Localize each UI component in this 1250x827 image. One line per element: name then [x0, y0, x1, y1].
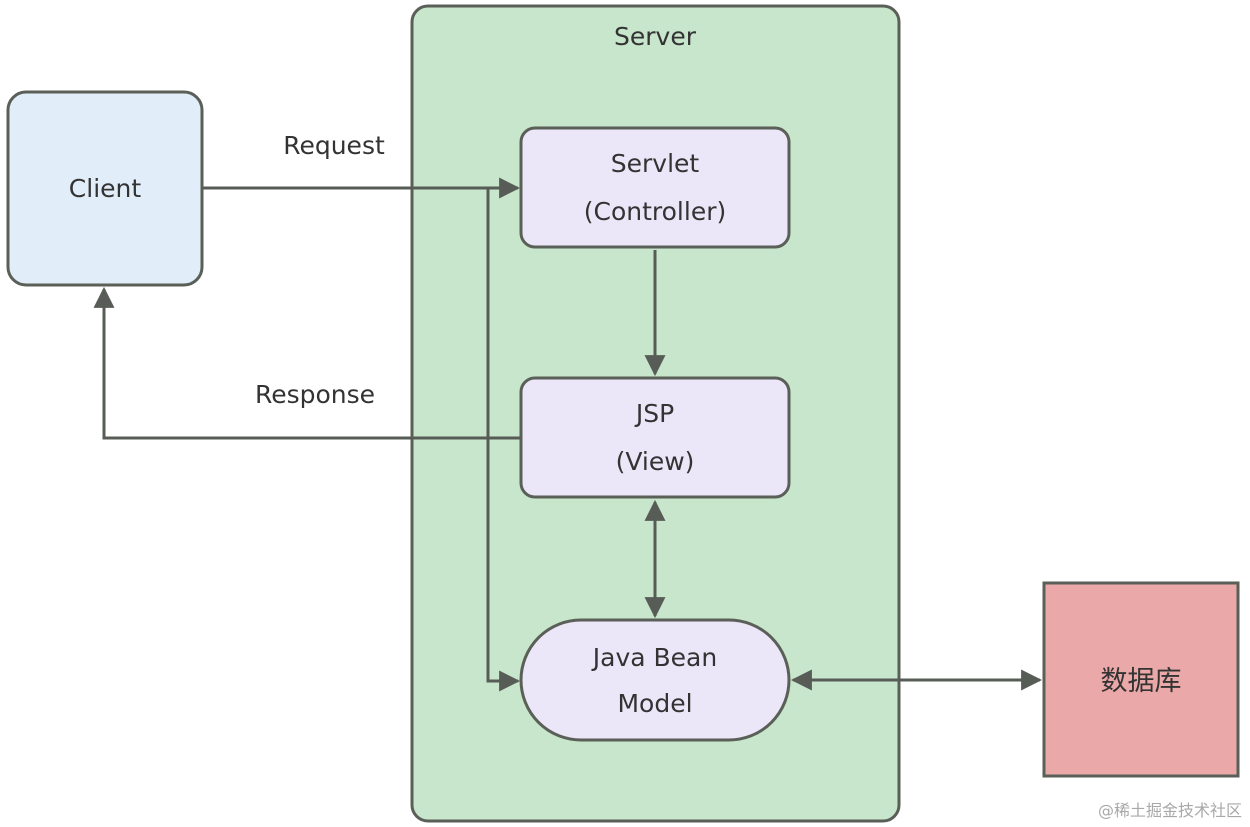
server-label: Server: [614, 22, 697, 51]
client-label: Client: [69, 174, 142, 203]
servlet-node: Servlet (Controller): [519, 126, 791, 249]
connectors: [93, 177, 1043, 692]
jsp-subtitle: (View): [616, 447, 695, 476]
jsp-box: [519, 376, 791, 499]
client-node: Client: [6, 90, 204, 287]
watermark-text: @稀土掘金技术社区: [1097, 801, 1242, 820]
database-node: 数据库: [1042, 581, 1240, 778]
jsp-node: JSP (View): [519, 376, 791, 499]
request-to-model-arrow: [486, 188, 521, 692]
client-box: [6, 90, 204, 287]
javabean-box: [519, 618, 791, 742]
javabean-subtitle: Model: [617, 689, 692, 718]
database-box: [1042, 581, 1240, 778]
servlet-box: [519, 126, 791, 249]
response-arrow: [93, 286, 521, 440]
servlet-title: Servlet: [611, 149, 700, 178]
request-label: Request: [283, 131, 385, 160]
response-label: Response: [255, 380, 375, 409]
jsp-title: JSP: [634, 399, 674, 428]
javabean-node: Java Bean Model: [519, 618, 791, 742]
servlet-subtitle: (Controller): [584, 197, 726, 226]
javabean-title: Java Bean: [591, 643, 717, 672]
database-label: 数据库: [1101, 666, 1182, 697]
